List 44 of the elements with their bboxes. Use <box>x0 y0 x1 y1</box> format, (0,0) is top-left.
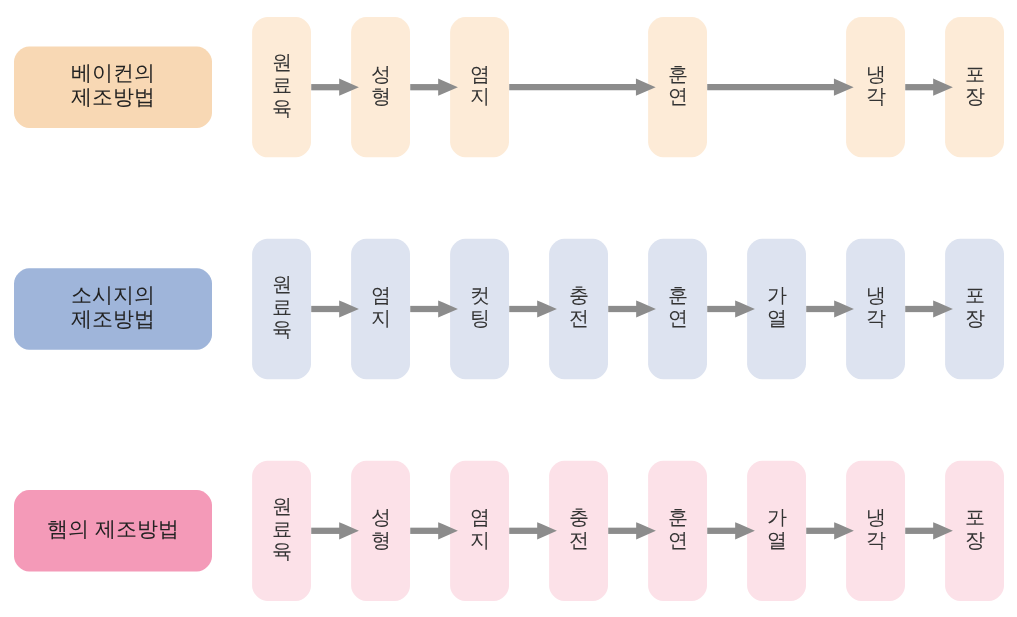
node-box: 가열 <box>746 460 806 601</box>
node-box: 포장 <box>944 16 1004 157</box>
node-box: 염지 <box>449 460 509 601</box>
node-box: 냉각 <box>845 16 905 157</box>
node-box: 원료육 <box>251 238 311 379</box>
node-box: 성형 <box>350 16 410 157</box>
arrow <box>409 78 458 96</box>
node-box: 염지 <box>449 16 509 157</box>
node-box: 포장 <box>944 460 1004 601</box>
node-box: 소시지의 제조방법 <box>13 267 212 350</box>
node-box: 성형 <box>350 460 410 601</box>
node-box: 컷팅 <box>449 238 509 379</box>
arrow <box>409 521 458 539</box>
arrow <box>409 299 458 318</box>
node-box: 베이컨의 제조방법 <box>13 45 212 128</box>
node-box: 원료육 <box>251 460 311 601</box>
arrow <box>706 299 755 318</box>
arrow <box>706 521 755 539</box>
arrow <box>706 78 854 96</box>
node-box: 가열 <box>746 238 806 379</box>
node-box: 냉각 <box>845 238 905 379</box>
arrow <box>607 299 656 318</box>
node-box: 원료육 <box>251 16 311 157</box>
arrow <box>508 78 656 96</box>
node-box: 냉각 <box>845 460 905 601</box>
arrow <box>508 521 557 539</box>
arrow <box>310 78 359 96</box>
arrow <box>310 521 359 539</box>
arrow <box>805 299 854 318</box>
arrow <box>904 521 953 539</box>
node-box: 충전 <box>548 460 608 601</box>
arrow <box>904 299 953 318</box>
arrow <box>310 299 359 318</box>
node-box: 훈연 <box>647 16 707 157</box>
arrow <box>607 521 656 539</box>
node-box: 염지 <box>350 238 410 379</box>
arrow <box>805 521 854 539</box>
node-box: 훈연 <box>647 238 707 379</box>
node-box: 포장 <box>944 238 1004 379</box>
node-box: 충전 <box>548 238 608 379</box>
arrow <box>904 78 953 96</box>
node-box: 햄의 제조방법 <box>13 489 212 572</box>
node-box: 훈연 <box>647 460 707 601</box>
arrow <box>508 299 557 318</box>
